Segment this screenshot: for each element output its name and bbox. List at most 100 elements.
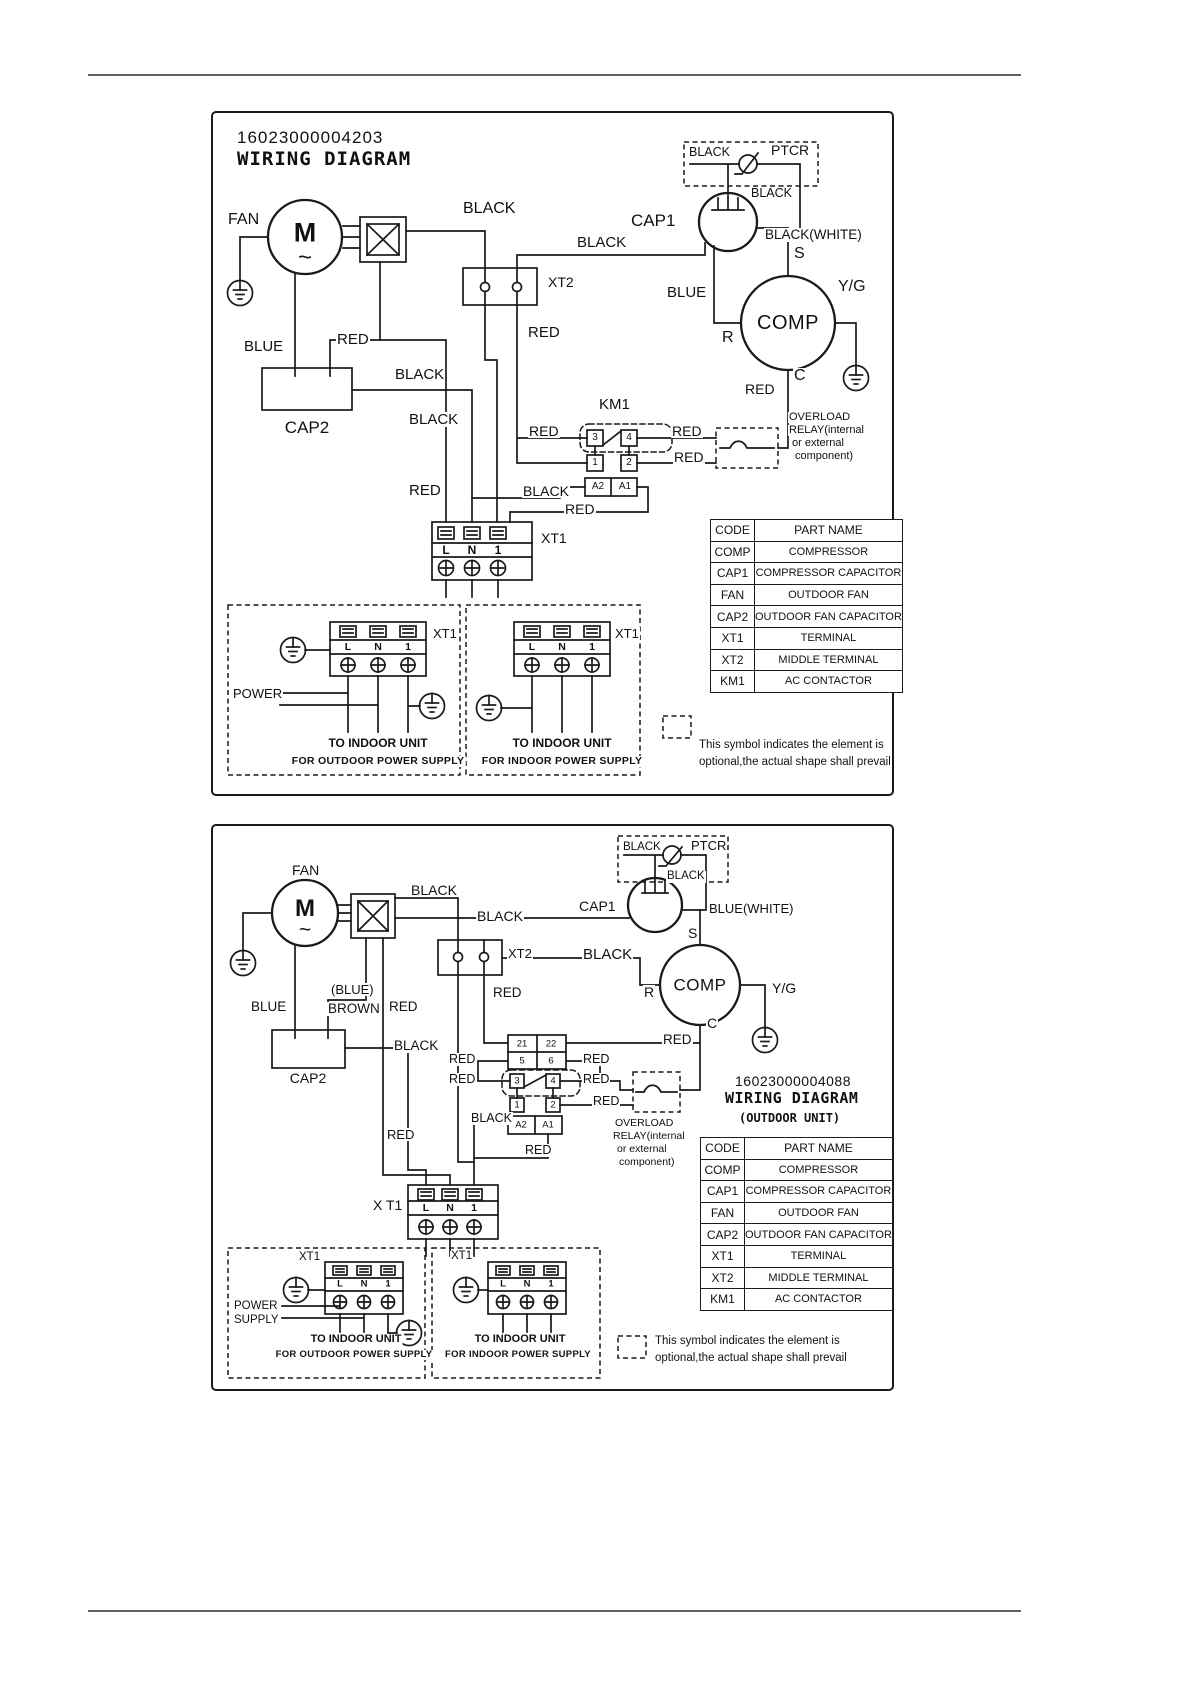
d2-cap2 — [271, 1029, 346, 1069]
d1-box2-1: 1 — [588, 640, 596, 653]
d2-wire-label-red-comp-c: RED — [662, 1032, 693, 1047]
cell: XT1 — [700, 1244, 745, 1268]
d1-connector — [359, 216, 407, 263]
d1-box2-l: L — [527, 640, 537, 653]
d2-wire-label-red-in2: RED — [448, 1072, 477, 1086]
d1-motor-tilde: ~ — [296, 244, 314, 271]
d2-wire-label-black-comp: BLACK — [582, 946, 634, 963]
d1-indoor-supply-box — [465, 604, 641, 776]
d1-ptcr-black-bottom: BLACK — [750, 186, 793, 200]
d1-overload-line2: RELAY(internal — [788, 424, 865, 436]
d1-wire-label-black-coil: BLACK — [522, 483, 570, 499]
d1-box1-l: L — [343, 640, 353, 653]
d2-box1-to-indoor: TO INDOOR UNIT — [309, 1333, 403, 1345]
d1-overload-line4: component) — [794, 450, 855, 462]
d1-xt2-label: XT2 — [547, 274, 575, 290]
d1-km1-contactor — [579, 423, 673, 497]
d1-note-line2: optional,the actual shape shall prevail — [698, 756, 892, 769]
d1-km-term-4: 4 — [625, 432, 633, 443]
d1-ground-box1a — [279, 636, 307, 664]
cell: COMPRESSOR CAPACITOR — [744, 1180, 893, 1203]
d1-overload-line1: OVERLOAD — [788, 411, 852, 423]
d2-box2-xt1-label: XT1 — [450, 1250, 474, 1263]
d2-box1-supply-label: SUPPLY — [233, 1314, 280, 1327]
d2-xt1-n: N — [445, 1201, 455, 1214]
d2-ground-box1a — [282, 1276, 310, 1304]
d2-overload-line2: RELAY(internal — [612, 1130, 686, 1142]
d1-wire-label-black-xt2cap1: BLACK — [576, 234, 628, 251]
d2-overload-line4: component) — [618, 1156, 676, 1168]
d2-ptcr — [617, 835, 729, 883]
d1-ground-fan — [226, 279, 254, 307]
d2-comp-label: COMP — [672, 975, 728, 995]
d2-wire-label-red-xt2: RED — [492, 985, 523, 1000]
d1-km-term-a1: A1 — [617, 481, 633, 492]
d1-wire-label-black-cap2b: BLACK — [408, 411, 460, 428]
d1-wire-label-red-coil: RED — [564, 501, 596, 517]
d2-motor-tilde: ~ — [297, 918, 313, 942]
d2-box2-to-indoor: TO INDOOR UNIT — [473, 1333, 567, 1345]
d1-ptcr — [683, 141, 819, 187]
d2-km-term-2: 2 — [549, 1099, 557, 1111]
d1-yg-label: Y/G — [837, 278, 867, 295]
cell: CAP1 — [700, 1180, 745, 1203]
d2-ground-comp — [751, 1026, 779, 1054]
d2-fan-motor — [242, 878, 352, 951]
d1-wire-label-black-white: BLACK(WHITE) — [764, 227, 863, 242]
d1-wire-label-red-xt1: RED — [408, 482, 442, 499]
d2-wires — [294, 854, 766, 1257]
d2-wire-label-blue: BLUE — [250, 999, 288, 1014]
d2-overload-line1: OVERLOAD — [614, 1117, 675, 1129]
d1-wire-label-blue-cap1: BLUE — [666, 284, 708, 301]
d2-terminal-c: C — [706, 1015, 719, 1031]
d2-cap2-label: CAP2 — [288, 1070, 328, 1086]
d1-ground-comp — [842, 364, 870, 392]
cell: TERMINAL — [754, 626, 903, 650]
d1-box1-n: N — [373, 640, 383, 653]
d1-cap2-label: CAP2 — [283, 418, 331, 437]
d2-km-term-5: 5 — [518, 1055, 526, 1067]
d1-xt2 — [462, 267, 538, 306]
d2-table-header-name: PART NAME — [744, 1137, 893, 1160]
d1-wire-label-red-cap2: RED — [336, 331, 370, 348]
d1-box2-terminal-block — [500, 621, 611, 733]
d1-ptcr-black-top: BLACK — [688, 145, 731, 159]
d1-km-term-1: 1 — [591, 457, 599, 468]
d2-wire-label-red-coil: RED — [524, 1143, 553, 1157]
d2-ptcr-label: PTCR — [690, 838, 728, 853]
d2-box1-power-label: POWER — [233, 1300, 279, 1313]
d1-compressor — [739, 274, 837, 372]
cell: OUTDOOR FAN CAPACITOR — [754, 605, 903, 628]
d2-wire-label-black-coil: BLACK — [470, 1111, 513, 1125]
cell: TERMINAL — [744, 1244, 893, 1268]
d1-box1-1: 1 — [404, 640, 412, 653]
d1-cap2 — [261, 367, 353, 411]
d1-box1-supply-caption: FOR OUTDOOR POWER SUPPLY — [290, 755, 466, 767]
d1-km-term-3: 3 — [591, 432, 599, 443]
cell: FAN — [700, 1201, 745, 1225]
d1-ptcr-label: PTCR — [770, 142, 811, 158]
d2-km-term-4: 4 — [549, 1075, 557, 1087]
d2-connector — [350, 893, 396, 939]
d1-xt1-terminal-block — [431, 521, 533, 581]
d1-title: WIRING DIAGRAM — [236, 148, 413, 170]
d1-xt1-l: L — [441, 543, 451, 557]
d2-box2-n: N — [522, 1278, 532, 1290]
d1-overload-line3: or external — [791, 437, 845, 449]
d2-note-symbol — [617, 1335, 647, 1359]
d2-indoor-supply-box — [431, 1247, 601, 1379]
d1-box2-supply-caption: FOR INDOOR POWER SUPPLY — [480, 755, 644, 767]
d2-overload-relay — [632, 1071, 681, 1113]
d2-ptcr-black-top: BLACK — [622, 841, 662, 854]
d1-xt1-n: N — [466, 543, 478, 557]
d2-wire-label-blue-white: BLUE(WHITE) — [708, 901, 795, 916]
d2-box1-n: N — [359, 1278, 369, 1290]
d1-note-line1: This symbol indicates the element is — [698, 739, 885, 752]
d2-xt1-l: L — [421, 1201, 431, 1214]
d2-box2-1: 1 — [547, 1278, 555, 1290]
